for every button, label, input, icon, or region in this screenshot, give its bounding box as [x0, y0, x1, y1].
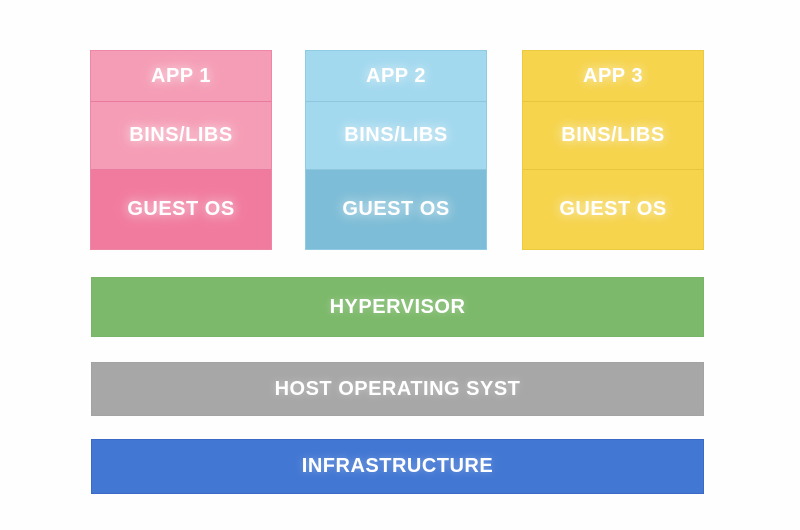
hypervisor-layer: HYPERVISOR	[91, 277, 704, 337]
vm1-bins-libs-label: BINS/LIBS	[129, 124, 233, 146]
vm2-app-label: APP 2	[366, 64, 426, 87]
vm3-bins-libs-cell: BINS/LIBS	[523, 101, 703, 169]
vm-stack-2: APP 2 BINS/LIBS GUEST OS	[305, 50, 487, 250]
infrastructure-label: INFRASTRUCTURE	[301, 455, 494, 477]
vm-stack-3: APP 3 BINS/LIBS GUEST OS	[522, 50, 704, 250]
vm2-bins-libs-cell: BINS/LIBS	[306, 101, 486, 169]
vm3-guest-os-cell: GUEST OS	[523, 169, 703, 249]
vm2-guest-os-cell: GUEST OS	[306, 169, 486, 249]
infrastructure-layer: INFRASTRUCTURE	[91, 439, 704, 494]
vm3-app-cell: APP 3	[523, 51, 703, 101]
vm2-guest-os-label: GUEST OS	[342, 198, 450, 220]
vm-stack-1: APP 1 BINS/LIBS GUEST OS	[90, 50, 272, 250]
vm1-guest-os-label: GUEST OS	[127, 198, 235, 220]
hypervisor-label: HYPERVISOR	[329, 295, 466, 318]
vm3-app-label: APP 3	[583, 64, 643, 87]
vm1-app-cell: APP 1	[91, 51, 271, 101]
vm2-app-cell: APP 2	[306, 51, 486, 101]
vm3-bins-libs-label: BINS/LIBS	[561, 124, 665, 146]
host-os-label: HOST OPERATING SYST	[274, 377, 521, 400]
vm3-guest-os-label: GUEST OS	[559, 198, 667, 220]
vm2-bins-libs-label: BINS/LIBS	[344, 124, 448, 146]
vm1-bins-libs-cell: BINS/LIBS	[91, 101, 271, 169]
vm1-guest-os-cell: GUEST OS	[91, 169, 271, 249]
vm1-app-label: APP 1	[151, 64, 211, 87]
host-os-layer: HOST OPERATING SYST	[91, 362, 704, 416]
